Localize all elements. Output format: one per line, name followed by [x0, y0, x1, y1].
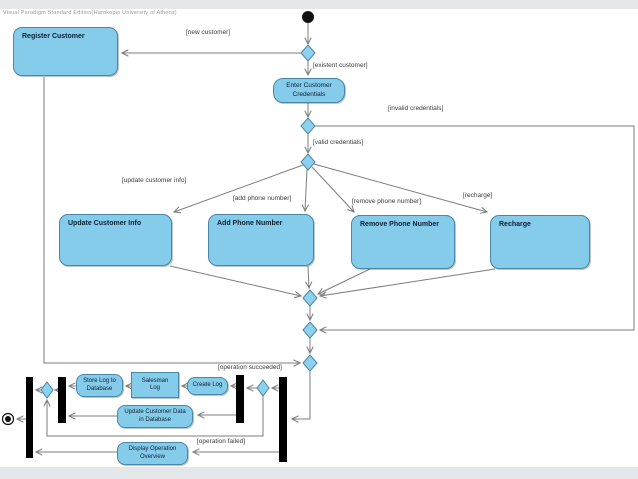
edge-to-remove-phone-number	[311, 166, 354, 212]
edge-to-recharge	[313, 163, 487, 212]
activity-enter-credentials: Enter Customer Credentials	[273, 78, 345, 103]
edge-register-to-result	[43, 77, 300, 363]
guard-new-customer: [new customer]	[186, 29, 231, 36]
activity-salesman-log: Salesman Log	[131, 372, 179, 398]
edge-lower-loop	[47, 396, 264, 437]
decision-operation	[300, 153, 316, 171]
guard-remove-phone-number: [remove phone number]	[352, 198, 422, 205]
decision-customer-type	[300, 44, 316, 62]
merge-left	[40, 381, 54, 399]
guard-update-customer-info: [update customer info]	[122, 177, 187, 184]
edge-recharge-to-merge	[320, 268, 496, 296]
visual-paradigm-watermark: Visual Paradigm Standard Edition(Harokop…	[3, 10, 177, 16]
initial-node	[302, 11, 314, 23]
guard-existent-customer: [existent customer]	[313, 62, 368, 69]
merge-invalid-loop	[302, 321, 318, 339]
guard-invalid-credentials: [invalid credentials]	[388, 105, 444, 112]
activity-update-customer-info: Update Customer Info	[59, 214, 172, 266]
activity-display-operation: Display Operation Overview	[117, 442, 188, 465]
decision-credentials	[300, 117, 316, 135]
final-node	[1, 412, 15, 426]
activity-add-phone-number: Add Phone Number	[208, 214, 314, 266]
join-bar-final	[26, 377, 33, 458]
fork-bar-result	[279, 377, 287, 462]
edge-update-info-to-merge	[169, 265, 301, 296]
guard-operation-failed: [operation failed]	[197, 438, 246, 445]
activity-recharge: Recharge	[490, 215, 590, 269]
guard-valid-credentials: [valid credentials]	[313, 139, 364, 146]
slide-top-margin	[0, 0, 638, 9]
edge-remove-phone-to-merge	[318, 268, 371, 294]
guard-add-phone-number: [add phone number]	[233, 195, 292, 202]
edge-operation-succeeded	[292, 371, 311, 419]
activity-create-log: Create Log	[187, 377, 228, 395]
fork-bar-logs	[236, 375, 244, 423]
guard-recharge: [recharge]	[463, 192, 493, 199]
merge-operations	[302, 289, 318, 307]
edge-add-phone-to-merge	[308, 265, 309, 288]
activity-store-log: Store Log to Database	[76, 374, 123, 397]
merge-right	[256, 379, 270, 397]
activity-remove-phone-number: Remove Phone Number	[351, 215, 455, 269]
edge-to-add-phone-number	[305, 168, 307, 211]
activity-register-customer: Register Customer	[13, 27, 118, 76]
edge-to-update-customer-info	[174, 164, 304, 212]
activity-update-customer-data: Update Customer Data in Database	[117, 405, 193, 428]
guard-operation-succeeded: [operation succeeded]	[218, 364, 282, 371]
decision-operation-result	[302, 354, 318, 372]
edge-invalid-credentials-loop	[315, 125, 635, 330]
join-bar-logs	[58, 377, 66, 423]
slide-bottom-margin	[0, 467, 638, 479]
